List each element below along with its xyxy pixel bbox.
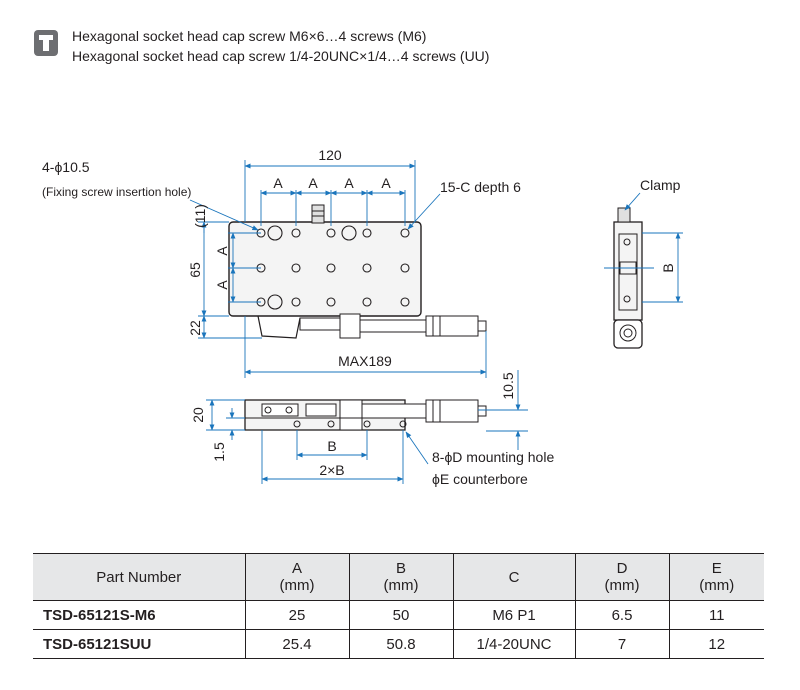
cell-b: 50.8 [348,629,453,659]
cell-part-number: TSD-65121S-M6 [33,600,245,630]
header-b: B(mm) [348,553,453,601]
dim-120: 120 [318,147,342,163]
dim-a-3: A [344,175,354,191]
dim-a-4: A [381,175,391,191]
dim-11: (11) [192,204,208,228]
cell-e: 12 [668,629,764,659]
dim-a-v2: A [214,280,230,290]
top-view-dimensions [189,160,487,378]
table-row: TSD-65121S-M6 25 50 M6 P1 6.5 11 [33,600,764,630]
cell-d: 7 [574,629,669,659]
tapped-hole-label: 15-C depth 6 [440,179,521,195]
front-view-dimensions [206,370,528,484]
dim-b-front: B [327,438,336,454]
top-view [228,204,487,339]
front-view [244,399,487,431]
table-row: TSD-65121SUU 25.4 50.8 1/4-20UNC 7 12 [33,629,764,659]
dim-2xb: 2×B [319,462,344,478]
dimension-drawing: 120 A A A A 4-ϕ10.5 (Fixing screw insert… [42,147,683,487]
header-e: E(mm) [668,553,764,601]
dim-10-5: 10.5 [500,372,516,399]
cell-a: 25.4 [244,629,349,659]
cell-e: 11 [668,600,764,630]
table-header: Part Number A(mm) B(mm) C D(mm) E(mm) [33,553,764,601]
cell-b: 50 [348,600,453,630]
side-view-dimensions [604,192,683,303]
dim-a-2: A [308,175,318,191]
header-c: C [452,553,575,601]
dim-20: 20 [190,407,206,423]
dim-65: 65 [187,262,203,278]
screw-note-uu: Hexagonal socket head cap screw 1/4-20UN… [72,48,490,64]
dim-22: 22 [187,320,203,336]
cell-c: 1/4-20UNC [452,629,575,659]
cell-a: 25 [244,600,349,630]
spec-table: Part Number A(mm) B(mm) C D(mm) E(mm) TS… [33,553,764,659]
fixing-hole-note: (Fixing screw insertion hole) [42,185,191,199]
dim-max189: MAX189 [338,353,392,369]
header-a: A(mm) [244,553,349,601]
screw-note-m6: Hexagonal socket head cap screw M6×6…4 s… [72,28,427,44]
counterbore-label: ϕE counterbore [432,471,528,487]
clamp-label: Clamp [640,177,681,193]
header-d: D(mm) [574,553,669,601]
header-part-number: Part Number [33,553,245,601]
dim-1-5: 1.5 [211,442,227,462]
dim-a-v1: A [214,246,230,256]
fixing-hole-label: 4-ϕ10.5 [42,159,90,175]
cell-part-number: TSD-65121SUU [33,629,245,659]
cell-c: M6 P1 [452,600,575,630]
dim-b-side: B [660,263,676,272]
accessory-icon [34,30,58,56]
mount-hole-label: 8-ϕD mounting hole [432,449,554,465]
cell-d: 6.5 [574,600,669,630]
side-view [613,207,643,349]
dim-a-1: A [273,175,283,191]
